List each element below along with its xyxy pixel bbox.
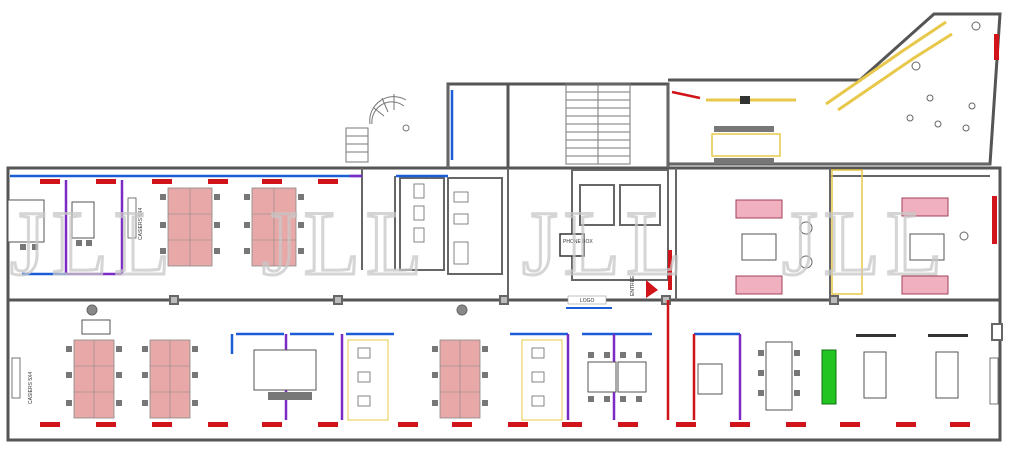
spiral-staircase-icon — [345, 94, 410, 163]
windows — [40, 34, 999, 427]
watermark-text: JLL — [782, 192, 948, 294]
chairs — [20, 126, 800, 406]
entrance: ENTRÉE — [629, 275, 658, 298]
meeting-table-green — [821, 349, 837, 405]
central-staircase — [565, 83, 631, 165]
partitions — [10, 90, 742, 420]
entrance-label: ENTRÉE — [629, 275, 636, 296]
lounge-sofas — [735, 197, 949, 295]
kitchen-counter — [706, 20, 953, 295]
phone-box-label: PHONE BOX — [563, 239, 593, 245]
watermark-text: JLL — [10, 192, 176, 294]
logo-label: LOGO — [580, 298, 595, 304]
phone-box: PHONE BOX — [559, 233, 593, 257]
sanitary-fixtures — [11, 183, 999, 407]
casiers-label-bottom: CASIERS 5X4 — [28, 372, 34, 404]
desk-grid-lines — [74, 188, 480, 418]
red-triangle-arrow-icon — [646, 280, 658, 298]
watermark-text: JLL — [262, 192, 428, 294]
watermark-text: JLL — [522, 192, 688, 294]
logo-area: LOGO — [566, 295, 612, 309]
interior-walls — [169, 84, 1003, 341]
round-furniture — [86, 21, 981, 316]
watermark: JLL JLL JLL JLL — [9, 191, 948, 296]
screens — [740, 96, 968, 337]
casiers-label-top: CASIERS 5X4 — [138, 208, 144, 240]
white-desks — [7, 199, 959, 421]
